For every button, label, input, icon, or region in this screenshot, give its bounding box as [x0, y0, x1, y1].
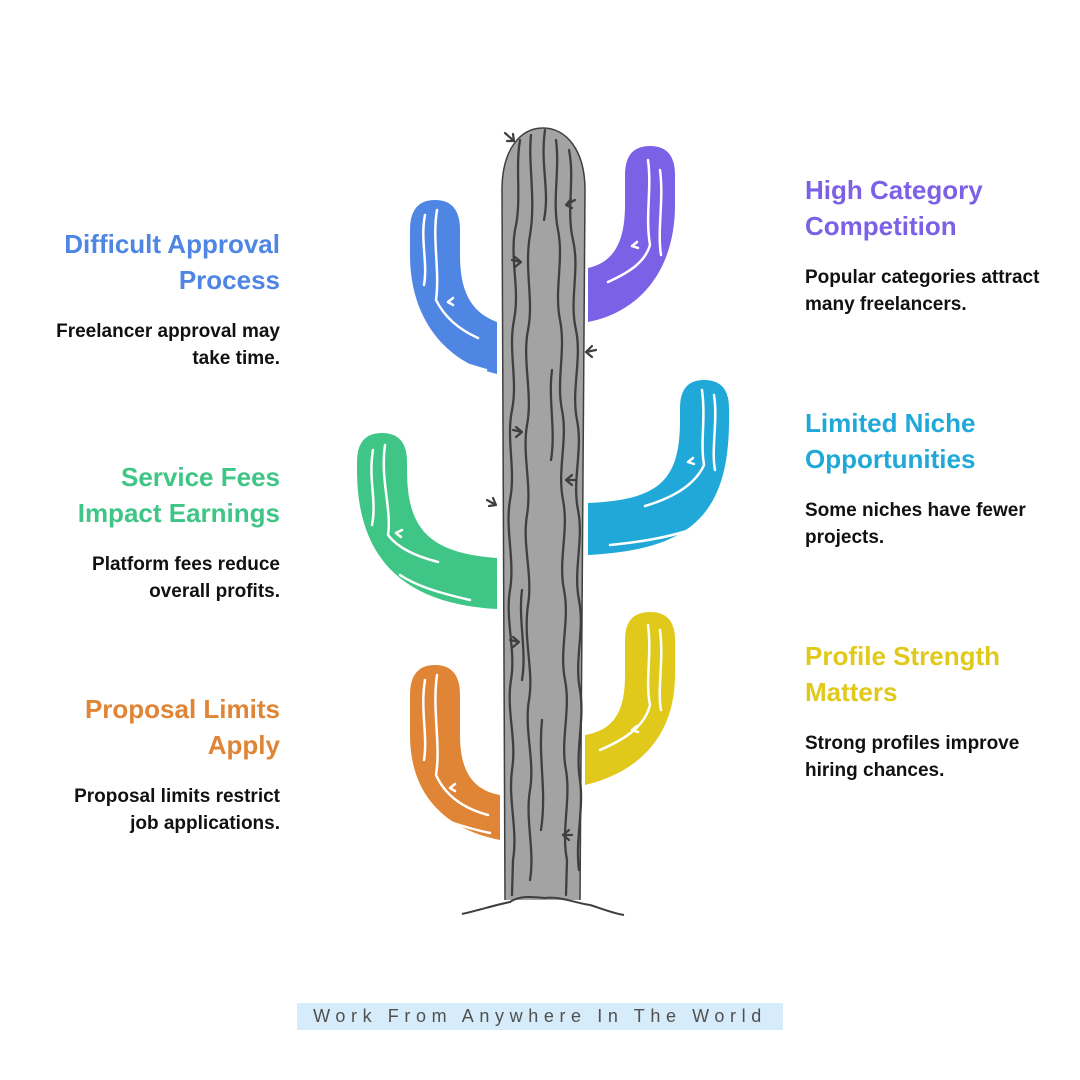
desc-line: Platform fees reduce	[92, 554, 280, 575]
title-line: Apply	[207, 730, 280, 760]
title-line: Matters	[805, 677, 898, 707]
item-service-fees: Service Fees Impact Earnings Platform fe…	[78, 459, 280, 605]
arm-yellow	[585, 612, 675, 785]
title-line: Profile Strength	[805, 641, 1001, 671]
desc-line: many freelancers.	[805, 294, 967, 315]
desc-line: job applications.	[130, 813, 280, 834]
item-description: Strong profiles improve hiring chances.	[805, 730, 1019, 784]
item-title: Profile Strength Matters	[805, 638, 1019, 710]
item-limited-niche: Limited Niche Opportunities Some niches …	[805, 405, 1026, 551]
trunk-texture	[507, 128, 583, 897]
item-description: Proposal limits restrict job application…	[74, 783, 280, 837]
item-description: Popular categories attract many freelanc…	[805, 264, 1039, 318]
footer-banner: Work From Anywhere In The World	[297, 1003, 783, 1030]
title-line: Competition	[805, 211, 957, 241]
title-line: Process	[178, 265, 280, 295]
item-title: High Category Competition	[805, 172, 1039, 244]
item-title: Service Fees Impact Earnings	[78, 459, 280, 531]
title-line: Impact Earnings	[77, 498, 280, 528]
desc-line: projects.	[805, 527, 885, 548]
desc-line: Popular categories attract	[805, 267, 1040, 288]
title-line: Opportunities	[805, 444, 976, 474]
desc-line: Proposal limits restrict	[74, 786, 280, 807]
desc-line: Some niches have fewer	[805, 500, 1026, 521]
title-line: High Category	[805, 175, 983, 205]
item-description: Freelancer approval may take time.	[56, 318, 280, 372]
item-difficult-approval: Difficult Approval Process Freelancer ap…	[56, 226, 280, 372]
item-high-category: High Category Competition Popular catego…	[805, 172, 1039, 318]
desc-line: Freelancer approval may	[56, 321, 280, 342]
arm-green	[357, 433, 497, 609]
item-title: Limited Niche Opportunities	[805, 405, 1026, 477]
arm-cyan	[588, 380, 729, 555]
title-line: Limited Niche	[805, 408, 976, 438]
trunk	[502, 128, 585, 900]
arm-highlights	[370, 158, 717, 835]
arm-orange	[410, 665, 500, 840]
trunk-outline	[501, 127, 586, 901]
item-description: Some niches have fewer projects.	[805, 497, 1026, 551]
item-title: Difficult Approval Process	[56, 226, 280, 298]
arm-blue	[410, 200, 497, 374]
ground	[461, 895, 625, 916]
item-title: Proposal Limits Apply	[74, 691, 280, 763]
item-profile-strength: Profile Strength Matters Strong profiles…	[805, 638, 1019, 784]
desc-line: take time.	[192, 348, 280, 369]
item-description: Platform fees reduce overall profits.	[78, 551, 280, 605]
desc-line: hiring chances.	[805, 760, 945, 781]
title-line: Service Fees	[120, 462, 280, 492]
arm-purple	[588, 146, 675, 322]
desc-line: overall profits.	[149, 581, 280, 602]
desc-line: Strong profiles improve	[805, 733, 1020, 754]
thorns	[485, 131, 598, 842]
title-line: Difficult Approval	[64, 229, 280, 259]
item-proposal-limits: Proposal Limits Apply Proposal limits re…	[74, 691, 280, 837]
title-line: Proposal Limits	[84, 694, 280, 724]
